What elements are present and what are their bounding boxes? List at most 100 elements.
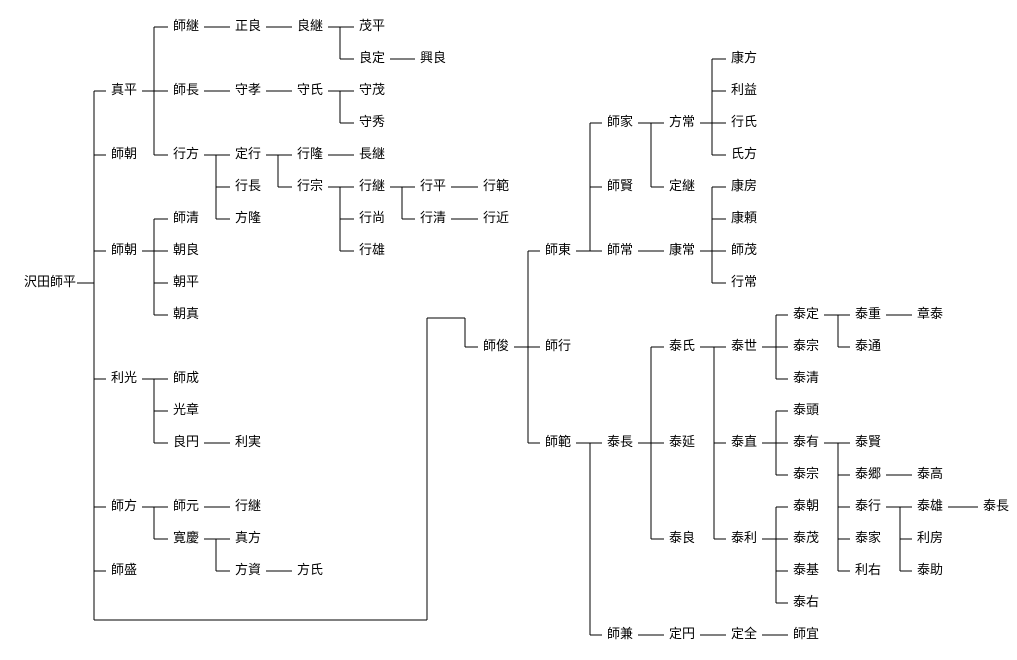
- person-node: 泰長: [605, 435, 635, 451]
- person-node: 茂平: [357, 19, 387, 35]
- person-node: 師東: [543, 243, 573, 259]
- person-node: 定継: [667, 179, 697, 195]
- person-node: 師常: [605, 243, 635, 259]
- person-node: 定全: [729, 627, 759, 643]
- person-node: 守孝: [233, 83, 263, 99]
- person-node: 朝平: [171, 275, 201, 291]
- person-node: 泰宗: [791, 467, 821, 483]
- person-node: 朝良: [171, 243, 201, 259]
- person-node: 行継: [233, 499, 263, 515]
- person-node: 泰高: [915, 467, 945, 483]
- person-node: 師茂: [729, 243, 759, 259]
- person-node: 泰定: [791, 307, 821, 323]
- person-node: 師宜: [791, 627, 821, 643]
- person-node: 利右: [853, 563, 883, 579]
- person-node: 泰世: [729, 339, 759, 355]
- person-node: 行清: [418, 211, 448, 227]
- person-node: 泰重: [853, 307, 883, 323]
- person-node: 定円: [667, 627, 697, 643]
- person-node: 行尚: [357, 211, 387, 227]
- person-node: 方氏: [295, 563, 325, 579]
- person-node: 泰右: [791, 595, 821, 611]
- person-node: 泰有: [791, 435, 821, 451]
- person-node: 行近: [481, 211, 511, 227]
- person-node: 師家: [605, 115, 635, 131]
- person-node: 泰通: [853, 339, 883, 355]
- person-node: 師兼: [605, 627, 635, 643]
- person-node: 泰清: [791, 371, 821, 387]
- person-node: 良円: [171, 435, 201, 451]
- person-node: 泰宗: [791, 339, 821, 355]
- person-node: 行範: [481, 179, 511, 195]
- person-node: 師成: [171, 371, 201, 387]
- person-node: 方常: [667, 115, 697, 131]
- person-node: 康方: [729, 51, 759, 67]
- person-node: 真平: [109, 83, 139, 99]
- person-node: 方隆: [233, 211, 263, 227]
- person-node: 泰助: [915, 563, 945, 579]
- person-node: 利益: [729, 83, 759, 99]
- person-node: 泰利: [729, 531, 759, 547]
- person-node: 朝真: [171, 307, 201, 323]
- person-node: 良継: [295, 19, 325, 35]
- person-node: 師範: [543, 435, 573, 451]
- person-node: 泰行: [853, 499, 883, 515]
- person-node: 守秀: [357, 115, 387, 131]
- person-node: 師盛: [109, 563, 139, 579]
- person-node: 行雄: [357, 243, 387, 259]
- person-node: 泰家: [853, 531, 883, 547]
- person-node: 師元: [171, 499, 201, 515]
- person-node: 康常: [667, 243, 697, 259]
- person-node: 師行: [543, 339, 573, 355]
- person-node: 行方: [171, 147, 201, 163]
- person-node: 泰頭: [791, 403, 821, 419]
- person-node: 利房: [915, 531, 945, 547]
- person-node: 定行: [233, 147, 263, 163]
- person-node: 師俊: [481, 339, 511, 355]
- person-node: 泰延: [667, 435, 697, 451]
- person-node: 行平: [418, 179, 448, 195]
- person-node: 寛慶: [171, 531, 201, 547]
- person-node: 師賢: [605, 179, 635, 195]
- person-node: 守氏: [295, 83, 325, 99]
- person-node: 泰基: [791, 563, 821, 579]
- person-node: 章泰: [915, 307, 945, 323]
- person-node: 泰朝: [791, 499, 821, 515]
- person-node: 行長: [233, 179, 263, 195]
- person-node: 師長: [171, 83, 201, 99]
- person-node: 泰雄: [915, 499, 945, 515]
- person-node: 行隆: [295, 147, 325, 163]
- person-node: 正良: [233, 19, 263, 35]
- person-node: 守茂: [357, 83, 387, 99]
- person-node: 泰賢: [853, 435, 883, 451]
- person-node: 氏方: [729, 147, 759, 163]
- person-node: 師方: [109, 499, 139, 515]
- person-node: 行常: [729, 275, 759, 291]
- person-node: 康頼: [729, 211, 759, 227]
- person-node: 真方: [233, 531, 263, 547]
- person-node: 利実: [233, 435, 263, 451]
- person-node: 長継: [357, 147, 387, 163]
- person-node: 興良: [418, 51, 448, 67]
- person-node: 泰茂: [791, 531, 821, 547]
- person-node: 泰氏: [667, 339, 697, 355]
- person-node: 泰良: [667, 531, 697, 547]
- person-node: 沢田師平: [22, 275, 78, 291]
- person-node: 師継: [171, 19, 201, 35]
- person-node: 行継: [357, 179, 387, 195]
- person-node: 康房: [729, 179, 759, 195]
- person-node: 師朝: [109, 243, 139, 259]
- person-node: 光章: [171, 403, 201, 419]
- person-node: 利光: [109, 371, 139, 387]
- person-node: 泰郷: [853, 467, 883, 483]
- person-node: 泰長: [981, 499, 1011, 515]
- person-node: 方資: [233, 563, 263, 579]
- person-node: 師清: [171, 211, 201, 227]
- person-node: 師朝: [109, 147, 139, 163]
- person-node: 行氏: [729, 115, 759, 131]
- person-node: 良定: [357, 51, 387, 67]
- person-node: 行宗: [295, 179, 325, 195]
- person-node: 泰直: [729, 435, 759, 451]
